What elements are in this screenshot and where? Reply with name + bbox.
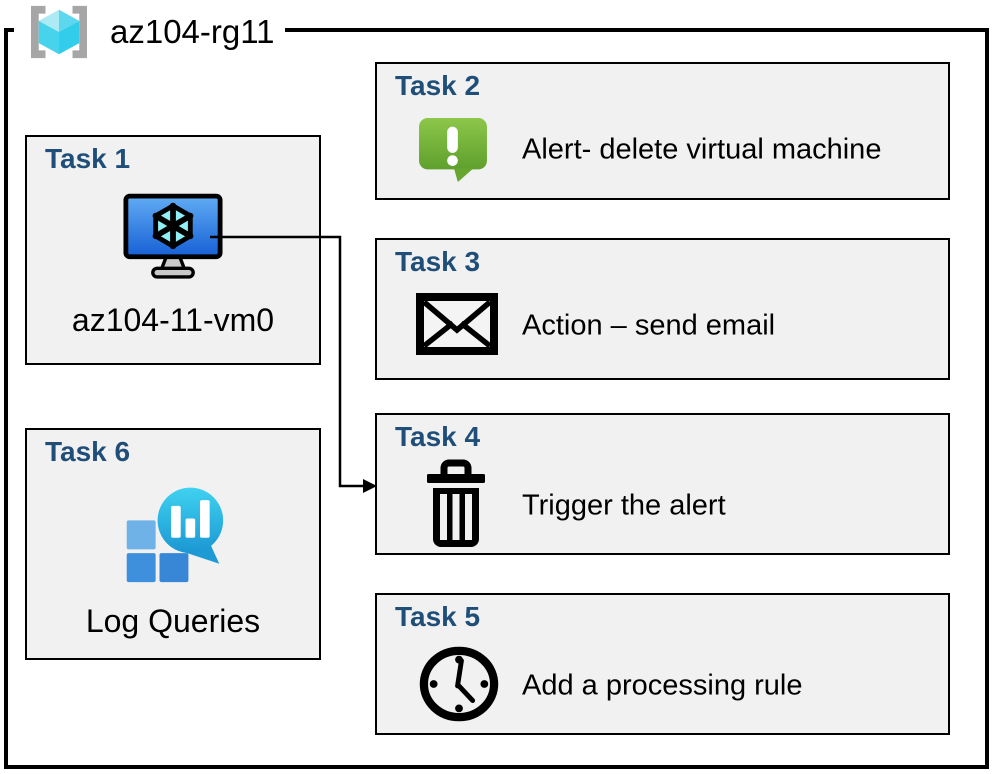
task3-box: Task 3 Action – send email [375, 238, 950, 380]
task5-box: Task 5 Add a processing rule [375, 593, 950, 735]
task2-box: Task 2 Alert- delete virtual machine [375, 62, 950, 200]
task3-title: Task 3 [395, 246, 481, 277]
clock-icon [419, 646, 499, 722]
email-icon [416, 293, 498, 355]
task5-title: Task 5 [395, 601, 481, 632]
task6-box: Task 6 Log Queries [25, 428, 321, 660]
trash-icon [427, 459, 485, 547]
task2-label: Alert- delete virtual machine [522, 133, 882, 166]
task5-label: Add a processing rule [522, 669, 803, 702]
task1-label: az104-11-vm0 [71, 302, 275, 338]
alert-icon [419, 117, 487, 182]
task4-label: Trigger the alert [522, 489, 726, 522]
resource-group-name: az104-rg11 [110, 13, 275, 50]
resource-group-header: az104-rg11 [14, 0, 285, 64]
log-analytics-icon [126, 487, 224, 583]
task6-label: Log Queries [85, 603, 261, 639]
task3-label: Action – send email [522, 309, 776, 342]
task4-title: Task 4 [395, 421, 481, 452]
virtual-machine-icon [123, 193, 223, 279]
task1-box: Task 1 az104-11-vm0 [25, 135, 321, 365]
task6-title: Task 6 [45, 436, 131, 467]
task1-title: Task 1 [45, 143, 131, 174]
task2-title: Task 2 [395, 70, 481, 101]
task4-box: Task 4 Trigger the alert [375, 413, 950, 555]
resource-group-icon [31, 5, 87, 59]
